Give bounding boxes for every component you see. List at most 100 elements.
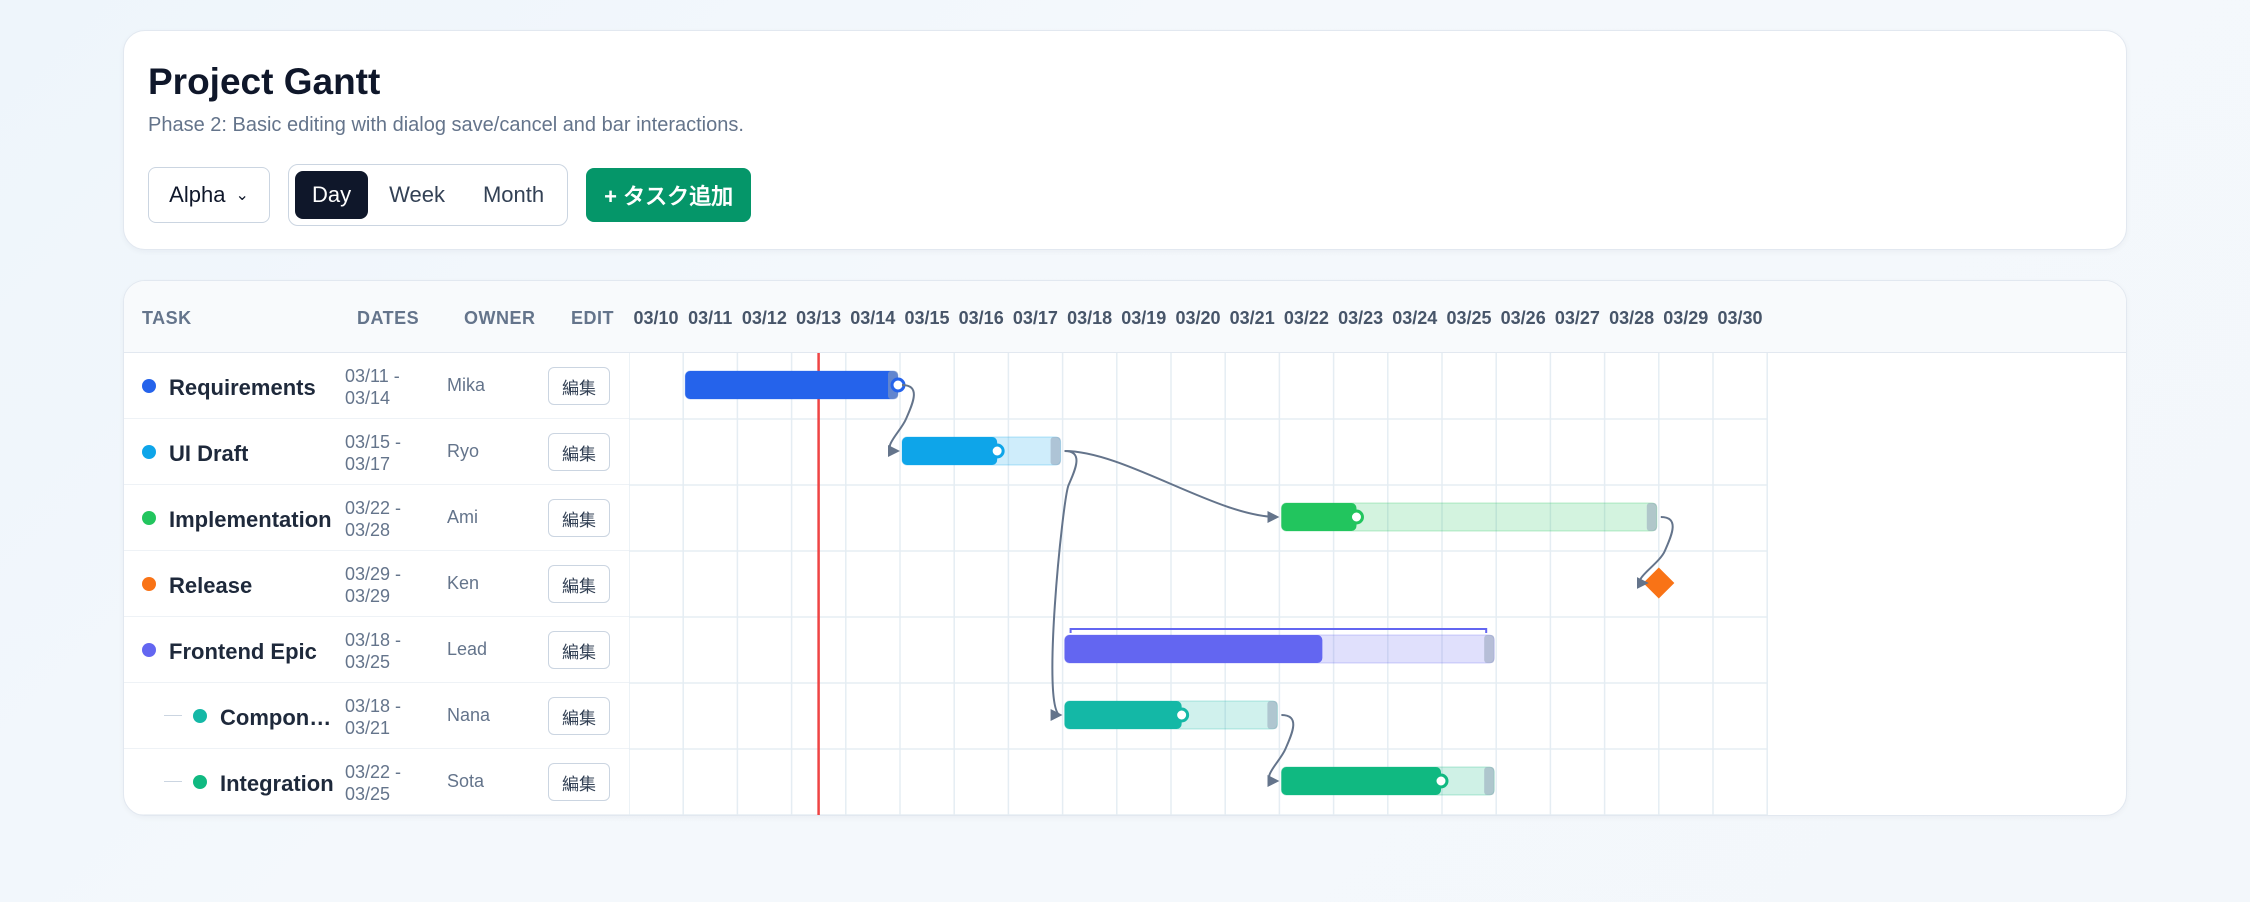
resize-handle[interactable]	[1646, 503, 1657, 531]
task-owner: Ami	[447, 507, 478, 527]
date-header-cell: 03/22	[1283, 308, 1329, 328]
page-title: Project Gantt	[148, 61, 381, 102]
task-name[interactable]: Frontend Epic	[169, 639, 317, 664]
task-name[interactable]: UI Draft	[169, 441, 249, 466]
task-dates: 03/11 -03/14	[345, 365, 415, 409]
tree-connector	[164, 781, 182, 782]
dependency-arrow	[1050, 450, 1078, 721]
column-header-owner: OWNER	[464, 308, 536, 328]
dependency-arrow	[1064, 450, 1280, 523]
task-progress-fill[interactable]	[1281, 767, 1441, 795]
task-color-dot	[142, 379, 156, 393]
date-header-cell: 03/25	[1446, 308, 1492, 328]
view-week-button[interactable]: Week	[389, 182, 445, 207]
date-header-cell: 03/29	[1663, 308, 1709, 328]
task-name[interactable]: Release	[169, 573, 253, 598]
view-month-button[interactable]: Month	[482, 182, 545, 207]
progress-handle[interactable]	[1433, 773, 1449, 789]
progress-handle[interactable]	[1348, 509, 1364, 525]
task-color-dot	[142, 643, 156, 657]
dependency-arrow	[1267, 714, 1295, 787]
column-header-edit: EDIT	[571, 308, 615, 328]
task-start-date: 03/18 -	[345, 696, 402, 716]
date-header-cell: 03/21	[1229, 308, 1275, 328]
task-row[interactable]: Requirements 03/11 -03/14 Mika 編集	[124, 353, 629, 419]
task-end-date: 03/29	[345, 586, 391, 606]
task-end-date: 03/21	[345, 718, 391, 738]
edit-task-button[interactable]: 編集	[548, 565, 610, 603]
progress-handle[interactable]	[989, 443, 1005, 459]
view-mode-toggle: Day Week Month	[288, 164, 569, 226]
resize-handle[interactable]	[1484, 767, 1495, 795]
header-card: Project Gantt Phase 2: Basic editing wit…	[123, 30, 2127, 250]
task-dates: 03/18 -03/25	[345, 629, 415, 673]
edit-task-button[interactable]: 編集	[548, 763, 610, 801]
task-end-date: 03/25	[345, 652, 391, 672]
date-header-cell: 03/17	[1012, 308, 1058, 328]
date-header-cell: 03/16	[958, 308, 1004, 328]
dependency-arrow	[887, 384, 915, 457]
task-owner: Ryo	[447, 441, 480, 461]
task-name[interactable]: Integration	[220, 771, 334, 796]
date-header-cell: 03/26	[1500, 308, 1546, 328]
task-name[interactable]: Implementation	[169, 507, 332, 532]
dependency-arrow	[1636, 516, 1674, 589]
task-name[interactable]: Componen...	[220, 705, 339, 730]
task-progress-fill[interactable]	[902, 437, 998, 465]
project-select-value: Alpha	[169, 182, 226, 207]
edit-task-button[interactable]: 編集	[548, 433, 610, 471]
task-row[interactable]: UI Draft 03/15 -03/17 Ryo 編集	[124, 419, 629, 485]
edit-task-button[interactable]: 編集	[548, 697, 610, 735]
date-header-cell: 03/30	[1717, 308, 1763, 328]
task-start-date: 03/18 -	[345, 630, 402, 650]
tree-connector	[164, 715, 182, 716]
resize-handle[interactable]	[1267, 701, 1278, 729]
task-color-dot	[142, 445, 156, 459]
task-end-date: 03/17	[345, 454, 391, 474]
task-dates: 03/29 -03/29	[345, 563, 415, 607]
task-progress-fill[interactable]	[1281, 503, 1357, 531]
date-header-cell: 03/19	[1121, 308, 1167, 328]
date-header-cell: 03/20	[1175, 308, 1221, 328]
epic-bracket	[1069, 628, 1488, 633]
resize-handle[interactable]	[1484, 635, 1495, 663]
task-progress-fill[interactable]	[1064, 701, 1182, 729]
task-progress-fill[interactable]	[1064, 635, 1323, 663]
task-row[interactable]: Frontend Epic 03/18 -03/25 Lead 編集	[124, 617, 629, 683]
date-header-cell: 03/14	[850, 308, 896, 328]
add-task-button[interactable]: + タスク追加	[586, 168, 752, 222]
edit-task-button[interactable]: 編集	[548, 631, 610, 669]
progress-handle[interactable]	[1174, 707, 1190, 723]
chevron-down-icon: ⌄	[235, 187, 249, 204]
project-select[interactable]: Alpha ⌄	[148, 167, 270, 223]
task-owner: Lead	[447, 639, 488, 659]
date-header-cell: 03/13	[796, 308, 842, 328]
edit-task-button[interactable]: 編集	[548, 499, 610, 537]
task-color-dot	[142, 511, 156, 525]
task-color-dot	[193, 709, 207, 723]
task-name[interactable]: Requirements	[169, 375, 316, 400]
milestone-diamond[interactable]	[1643, 567, 1675, 599]
date-header-cell: 03/11	[688, 308, 733, 328]
date-header-cell: 03/24	[1392, 308, 1438, 328]
task-start-date: 03/22 -	[345, 498, 402, 518]
view-day-button[interactable]: Day	[295, 171, 369, 219]
task-progress-fill[interactable]	[685, 371, 898, 399]
edit-task-button[interactable]: 編集	[548, 367, 610, 405]
task-dates: 03/15 -03/17	[345, 431, 415, 475]
date-header-cell: 03/23	[1338, 308, 1384, 328]
task-dates: 03/22 -03/25	[345, 761, 415, 805]
task-color-dot	[142, 577, 156, 591]
task-dates: 03/18 -03/21	[345, 695, 415, 739]
column-header-task: TASK	[142, 308, 192, 328]
date-header-cell: 03/28	[1609, 308, 1655, 328]
date-header-cell: 03/12	[741, 308, 787, 328]
task-start-date: 03/15 -	[345, 432, 402, 452]
task-owner: Mika	[447, 375, 486, 395]
resize-handle[interactable]	[1050, 437, 1061, 465]
